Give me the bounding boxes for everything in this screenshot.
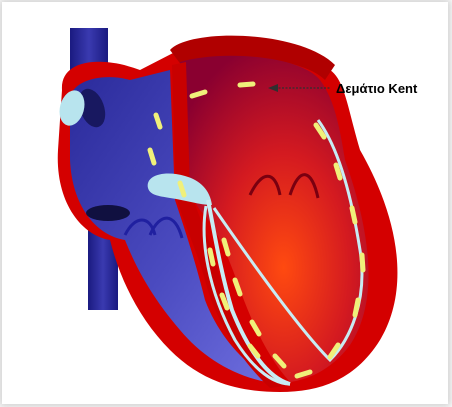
coronary-sinus-opening — [86, 205, 130, 221]
kent-bundle-label: Δεμάτιο Kent — [336, 81, 418, 96]
